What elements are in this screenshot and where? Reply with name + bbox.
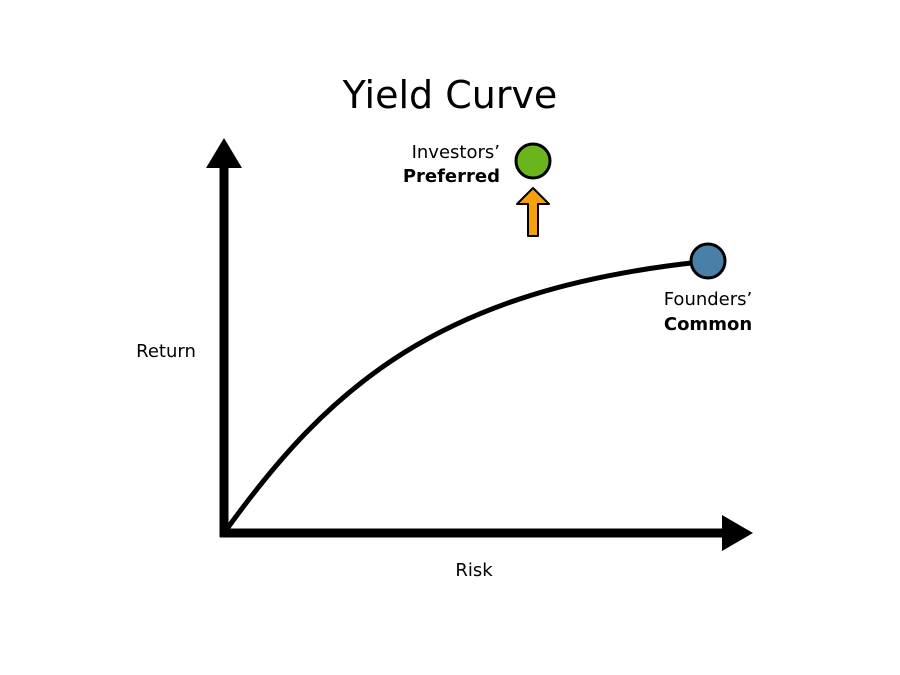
investors-preferred-point xyxy=(514,142,552,180)
investors-label-line1: Investors’ xyxy=(412,142,500,163)
y-axis-arrowhead-icon xyxy=(206,138,242,168)
founders-common-point xyxy=(689,242,727,280)
x-axis-label: Risk xyxy=(455,560,493,581)
founders-label-line1: Founders’ xyxy=(664,289,753,310)
diagram-title: Yield Curve xyxy=(342,73,558,117)
y-axis-label: Return xyxy=(136,341,196,362)
yield-curve-line xyxy=(221,259,701,535)
founders-label-line2: Common xyxy=(664,314,752,335)
up-arrow-icon xyxy=(516,187,550,237)
x-axis-arrowhead-icon xyxy=(722,515,753,551)
investors-label-line2: Preferred xyxy=(403,166,500,187)
